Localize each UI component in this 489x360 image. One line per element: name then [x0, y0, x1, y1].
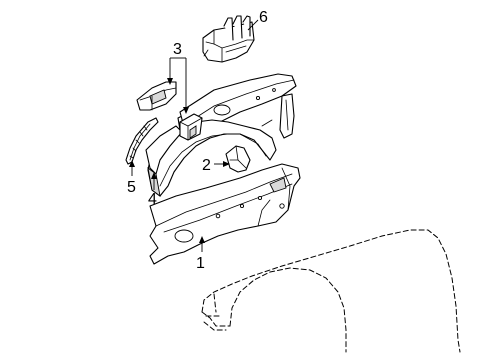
callout-1: 1	[196, 255, 205, 272]
leader-lines	[129, 19, 259, 252]
callout-6: 6	[259, 9, 268, 26]
callout-3: 3	[173, 41, 182, 58]
part-1-frame-rail	[149, 163, 301, 265]
part-4-apron-assembly	[145, 73, 297, 198]
callout-5: 5	[127, 179, 136, 196]
part-5-seal-strip	[125, 117, 159, 165]
part-6-bracket	[202, 15, 255, 63]
part-2-bracket	[225, 145, 251, 173]
callout-2: 2	[202, 157, 211, 174]
fender-outline	[201, 229, 461, 353]
callout-4: 4	[148, 191, 157, 208]
